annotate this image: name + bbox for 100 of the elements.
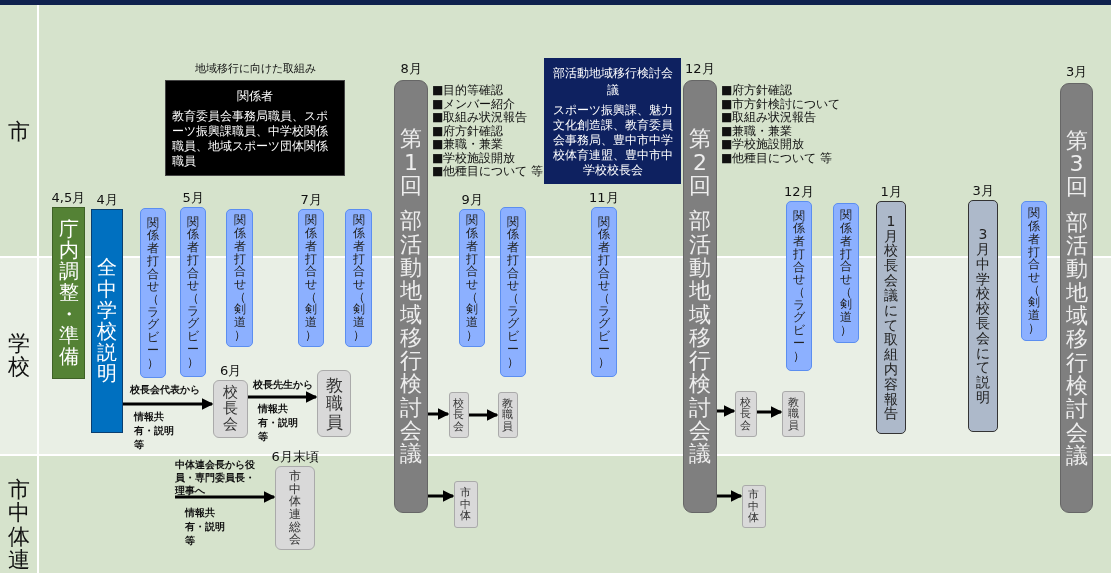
group-box: [317, 370, 351, 437]
agenda-item: ■取組み状況報告: [432, 111, 528, 124]
box-label: 3月中学校校長会にて説明: [975, 227, 991, 405]
agenda-item: ■兼職・兼業: [721, 124, 793, 138]
month-label: 5月: [182, 189, 204, 207]
task-bar: [91, 209, 123, 433]
edge-label: 校長先生から: [253, 378, 314, 391]
edge-label: 校長会代表から: [130, 383, 201, 396]
arrow: [469, 409, 499, 421]
box-label: 教職員: [325, 376, 343, 431]
box-label: 市中体: [748, 489, 760, 524]
sport-label: （剣道）: [352, 290, 365, 342]
member-box: [165, 80, 345, 176]
arrow: [248, 391, 318, 403]
box-label: 市中体: [460, 487, 472, 522]
box-label: 第3回: [1064, 128, 1089, 199]
lane-label: 学校: [7, 332, 31, 379]
box-label: 関係者打合せ: [506, 215, 520, 292]
box-label: 全中学校説明: [96, 257, 118, 385]
meeting-box: [226, 209, 253, 347]
box-label: 関係者打合せ: [352, 214, 365, 291]
note-text: 情報共有・説明等: [258, 402, 299, 444]
edge-label: 中体連会長から役員・専門委員長・理事へ: [175, 458, 256, 497]
meeting-box: [591, 207, 617, 377]
group-box: [454, 481, 478, 528]
month-label: 12月: [685, 60, 715, 78]
agenda-item: ■府方針確認: [432, 124, 504, 138]
month-label: 12月: [784, 183, 814, 201]
month-label: 4月: [96, 191, 118, 209]
arrow: [717, 490, 743, 502]
box-label: 教職員: [502, 397, 514, 433]
box-label: 1月校長会議にて取組内容報告: [883, 213, 899, 422]
agenda-item: ■兼職・兼業: [432, 138, 504, 151]
box-label: 校長会: [453, 397, 465, 433]
box-body: スポーツ振興課、魅力文化創造課、教育委員会事務局、豊中市中学校体育連盟、豊中市中学校校長会: [551, 102, 674, 178]
group-box: [275, 466, 315, 550]
agenda-item: ■学校施設開放: [721, 138, 805, 151]
report-box: [876, 201, 906, 434]
sport-label: （剣道）: [304, 290, 318, 342]
group-box: [735, 391, 757, 437]
meeting-box: [1021, 201, 1047, 341]
box-label: 市中体連総会: [288, 469, 302, 547]
meeting-bar: [683, 80, 717, 513]
month-label: 1月: [880, 183, 902, 201]
meeting-box: [345, 209, 372, 347]
box-label: 第2回: [688, 127, 712, 198]
sport-label: （ラグビー）: [792, 286, 806, 363]
meeting-box: [500, 207, 526, 377]
agenda-item: ■市方針検討について: [721, 97, 841, 111]
group-box: [449, 392, 469, 438]
box-label: 第1回: [399, 127, 423, 198]
note-text: 情報共有・説明等: [134, 410, 175, 452]
arrow: [123, 398, 214, 410]
meeting-box: [298, 209, 324, 347]
agenda-item: ■府方針確認: [721, 84, 793, 97]
report-box: [968, 200, 998, 432]
group-box: [213, 380, 248, 438]
meeting-box: [140, 208, 166, 378]
task-bar: [52, 207, 85, 379]
sport-label: （ラグビー）: [597, 292, 611, 369]
arrow: [175, 491, 276, 503]
box-label: 関係者打合せ: [839, 209, 853, 286]
meeting-box: [180, 207, 206, 377]
box-label: 関係者打合せ: [1027, 207, 1041, 284]
sport-label: （剣道）: [233, 290, 246, 342]
sport-label: （ラグビー）: [146, 293, 160, 370]
arrow: [428, 408, 450, 420]
box-heading: 部活動地域移行検討会議: [551, 64, 674, 99]
box-label: 校長会: [222, 385, 239, 433]
sport-label: （剣道）: [465, 290, 479, 342]
box-label: 庁内調整・準備: [58, 218, 79, 368]
sport-label: （ラグビー）: [506, 292, 520, 369]
box-heading: 関係者: [237, 87, 273, 105]
month-label: 6月末頃: [271, 448, 319, 466]
meeting-box: [459, 209, 485, 347]
lane-label: 市: [7, 120, 31, 144]
arrow: [717, 405, 736, 417]
box-label: 関係者打合せ: [792, 209, 806, 286]
box-label: 関係者打合せ: [233, 214, 246, 291]
agenda-item: ■学校施設開放: [432, 151, 516, 165]
arrow: [428, 490, 455, 502]
sport-label: （剣道）: [1027, 283, 1041, 335]
month-label: 3月: [972, 182, 994, 200]
box-label: 関係者打合せ: [465, 214, 479, 291]
month-label: 8月: [400, 60, 422, 78]
box-label: 関係者打合せ: [186, 215, 200, 292]
box-caption: 地域移行に向けた取組み: [194, 61, 316, 76]
month-label: 4,5月: [51, 189, 86, 207]
arrow: [757, 406, 783, 418]
agenda-item: ■目的等確認: [432, 84, 504, 97]
box-label: 部活動地域移行検討会議: [688, 209, 712, 466]
box-label: 校長会: [740, 396, 752, 432]
month-label: 3月: [1066, 63, 1088, 81]
month-label: 9月: [461, 191, 483, 209]
group-box: [498, 392, 518, 438]
meeting-bar: [1060, 83, 1093, 513]
group-box: [742, 485, 766, 528]
box-body: 教育委員会事務局職員、スポーツ振興課職員、中学校関係職員、地域スポーツ団体関係職員: [172, 108, 329, 169]
month-label: 11月: [589, 189, 619, 207]
month-label: 7月: [300, 191, 322, 209]
